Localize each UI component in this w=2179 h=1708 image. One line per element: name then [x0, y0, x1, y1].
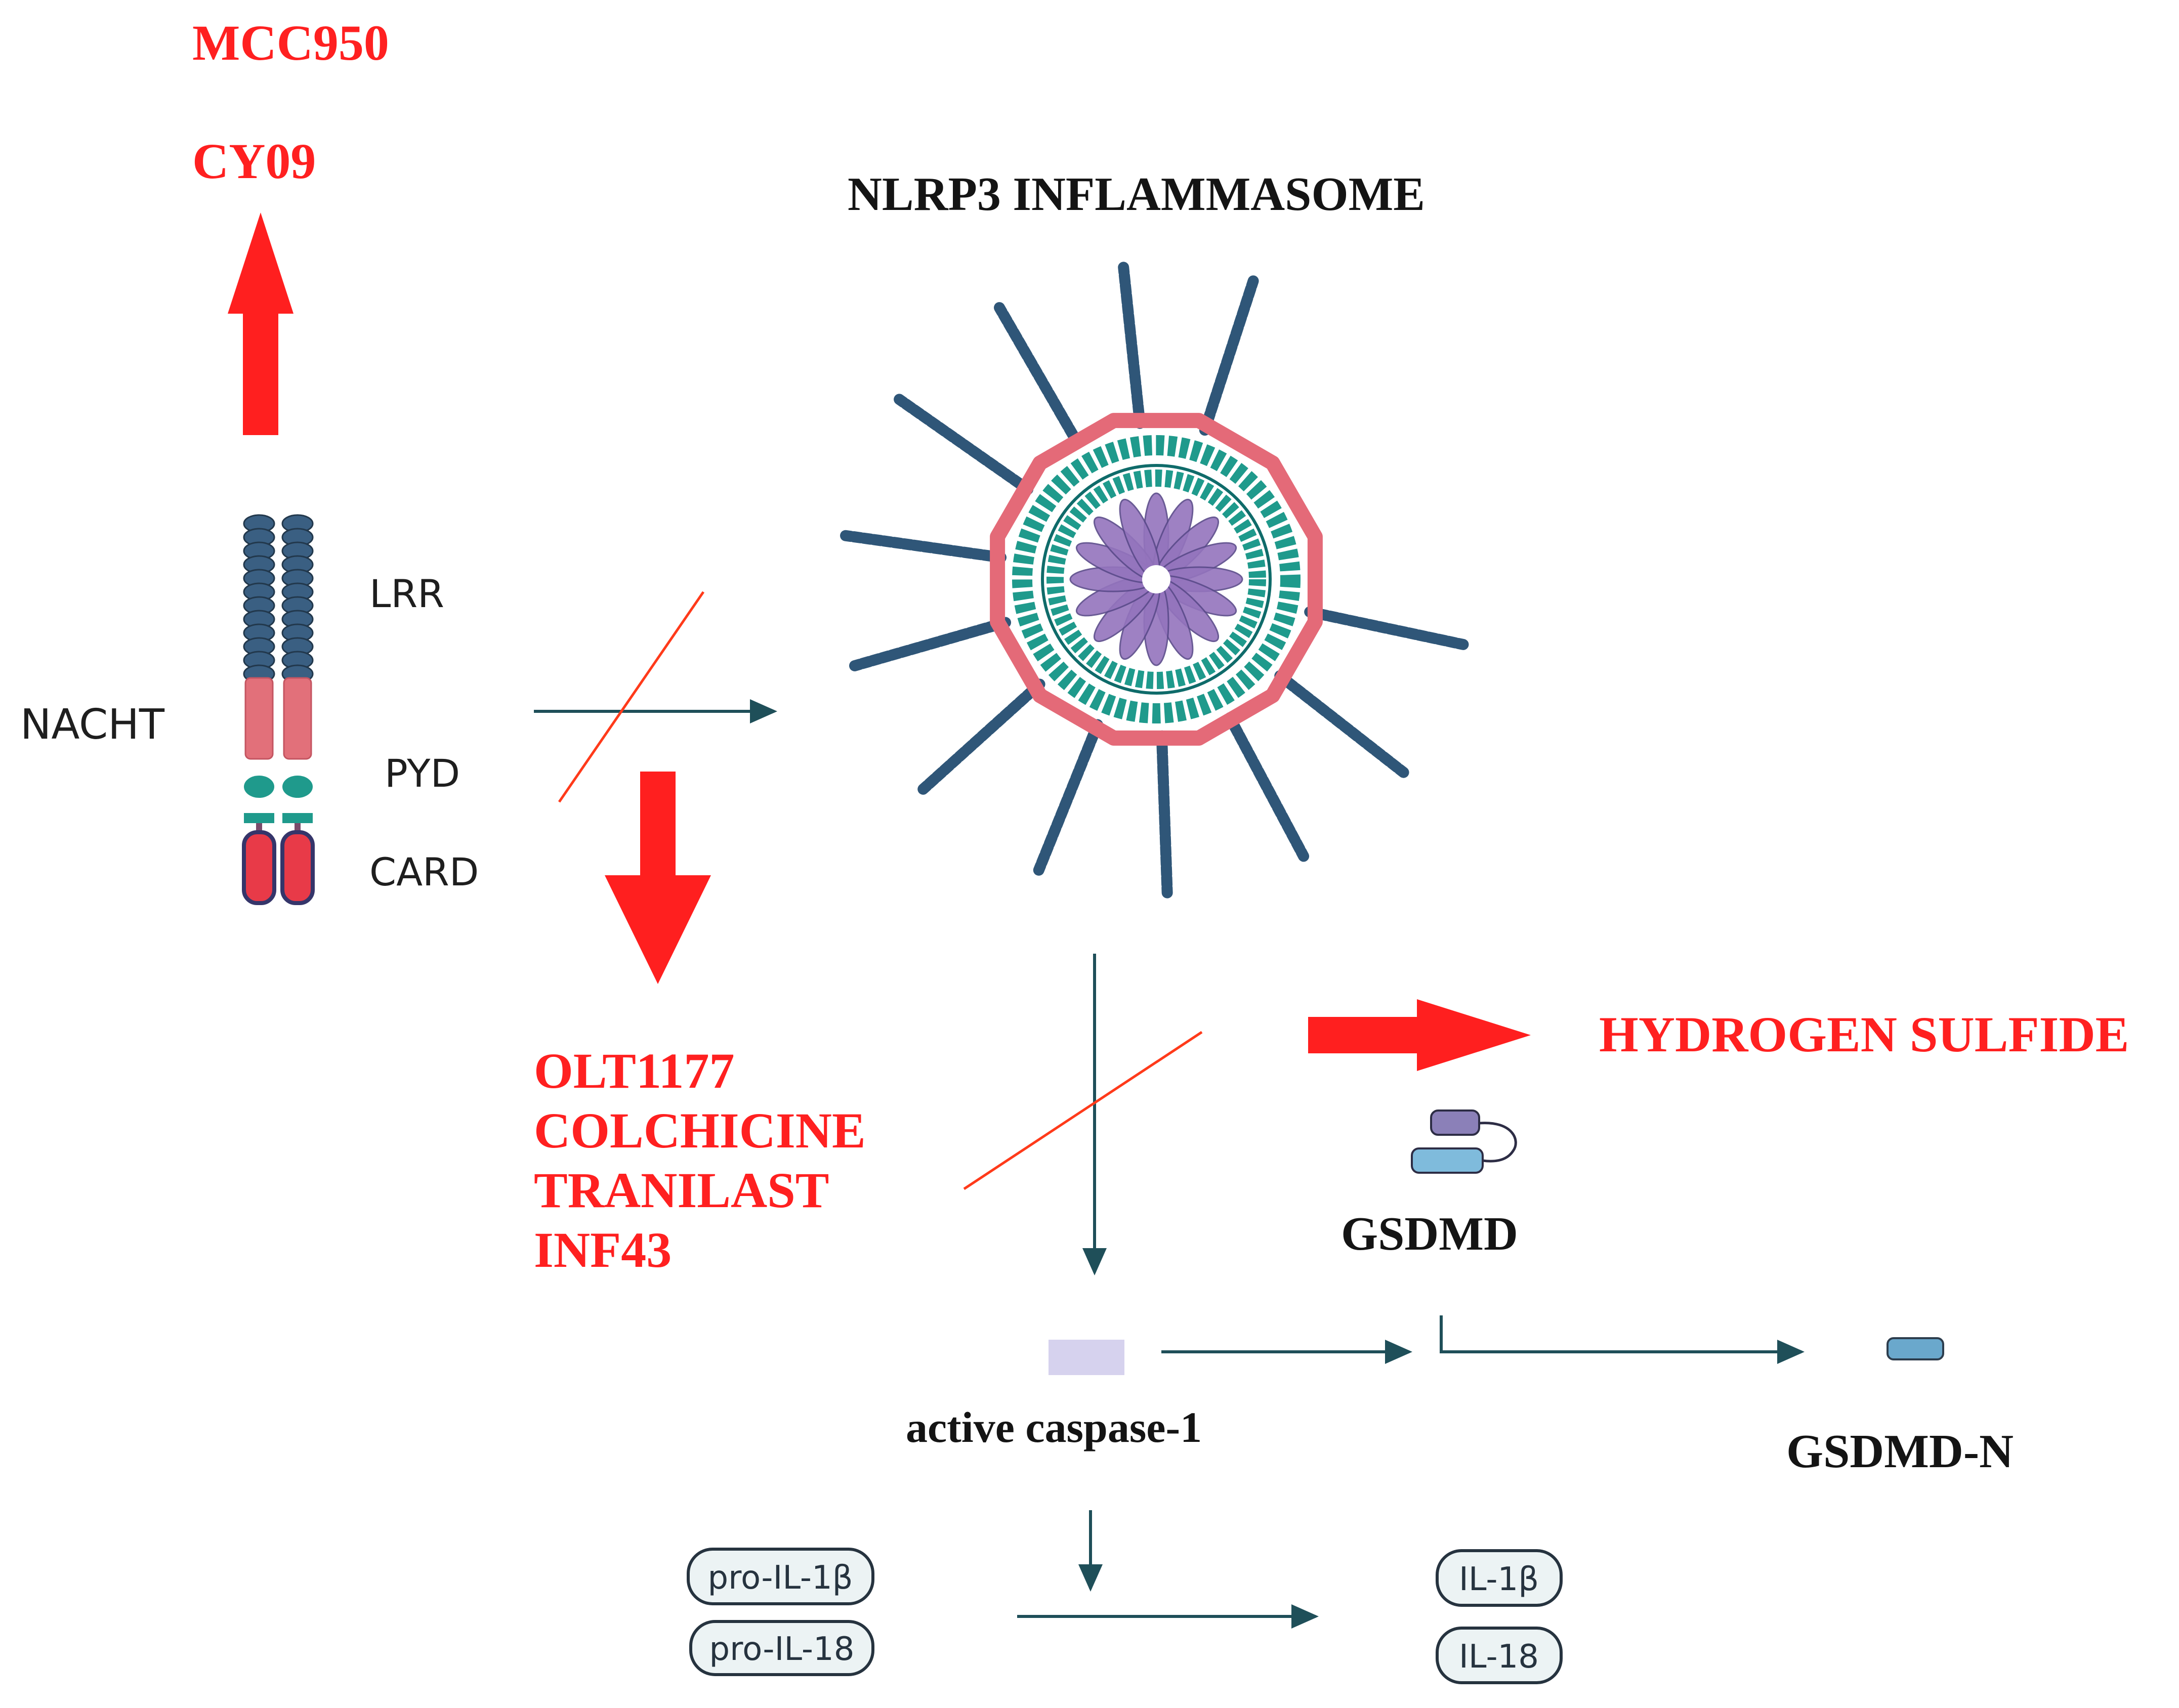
cytokine-pro-il-1b: pro-IL-1β [687, 1548, 874, 1605]
label-active-caspase: active caspase-1 [906, 1403, 1202, 1451]
svg-text:pro-IL-1β: pro-IL-1β [707, 1559, 853, 1597]
caspase-icon [1049, 1340, 1124, 1375]
blocked-arrow-icon [963, 954, 1203, 1275]
svg-text:pro-IL-18: pro-IL-18 [709, 1631, 855, 1668]
gsdmd-n-icon [1887, 1337, 1944, 1360]
inhibitor-cy09: CY09 [192, 133, 316, 189]
right-arrow-icon [1308, 999, 1531, 1071]
inhibitor-tranilast: TRANILAST [534, 1162, 829, 1218]
label-gsdmd: GSDMD [1341, 1208, 1518, 1260]
gsdmd-protein-icon [1411, 1109, 1517, 1174]
label-pyd: PYD [385, 751, 460, 796]
label-lrr: LRR [369, 571, 444, 616]
cytokine-il-1b: IL-1β [1436, 1549, 1563, 1607]
label-card: CARD [369, 849, 479, 894]
inhibitor-olt1177: OLT1177 [534, 1043, 734, 1099]
blocked-arrow-icon [534, 591, 777, 803]
svg-text:IL-18: IL-18 [1459, 1638, 1539, 1676]
up-arrow-icon [228, 212, 294, 435]
inhibitor-colchicine: COLCHICINE [534, 1102, 866, 1159]
label-gsdmd-n: GSDMD-N [1786, 1425, 2014, 1478]
label-nacht: NACHT [20, 701, 165, 749]
inhibitor-mcc950: MCC950 [192, 15, 389, 71]
cytokine-il-18: IL-18 [1436, 1627, 1563, 1684]
down-arrow-icon [605, 772, 711, 984]
inflammasome-ring-icon [840, 262, 1469, 899]
inhibitor-hydrogen-sulfide: HYDROGEN SULFIDE [1599, 1006, 2129, 1062]
svg-text:IL-1β: IL-1β [1459, 1561, 1539, 1598]
cytokine-pro-il-18: pro-IL-18 [689, 1620, 874, 1676]
inhibitor-inf43: INF43 [534, 1222, 672, 1278]
gsdmd-cleavage-arrow [1440, 1315, 1805, 1364]
nlrp3-protein-icon [242, 514, 315, 905]
complex-title: NLRP3 INFLAMMASOME [848, 168, 1425, 221]
